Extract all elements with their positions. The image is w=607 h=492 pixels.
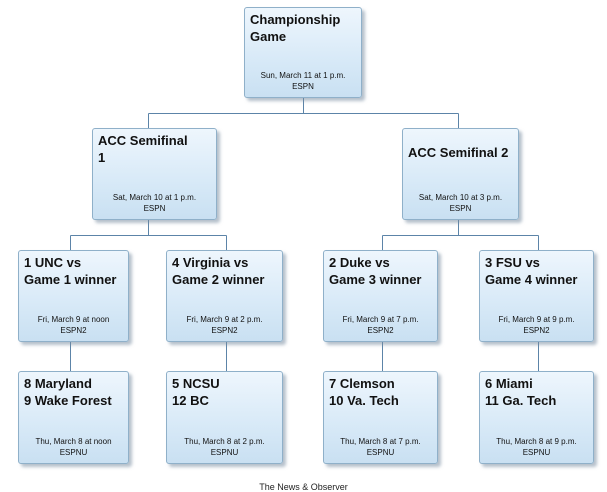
- quarterfinal-2-box: 4 Virginia vs Game 2 winner Fri, March 9…: [166, 250, 283, 342]
- game-network: ESPNU: [366, 447, 395, 457]
- game-title: 4 Virginia vs Game 2 winner: [172, 255, 265, 287]
- game-time: Sat, March 10 at 1 p.m.: [112, 193, 197, 202]
- game-info: Sun, March 11 at 1 p.m. ESPN: [245, 71, 361, 92]
- game-time: Thu, March 8 at noon: [35, 437, 112, 446]
- game-title: 1 UNC vs Game 1 winner: [24, 255, 117, 287]
- game-title: 5 NCSU 12 BC: [172, 376, 220, 408]
- game-network: ESPN2: [211, 325, 238, 335]
- first-round-3-box: 7 Clemson 10 Va. Tech Thu, March 8 at 7 …: [323, 371, 438, 464]
- game-title: 3 FSU vs Game 4 winner: [485, 255, 578, 287]
- game-network: ESPN: [143, 203, 166, 213]
- game-info: Sat, March 10 at 1 p.m. ESPN: [93, 193, 216, 214]
- game-title: 2 Duke vs Game 3 winner: [329, 255, 422, 287]
- semifinal-1-box: ACC Semifinal 1 Sat, March 10 at 1 p.m. …: [92, 128, 217, 220]
- game-network: ESPN2: [523, 325, 550, 335]
- first-round-1-box: 8 Maryland 9 Wake Forest Thu, March 8 at…: [18, 371, 129, 464]
- game-network: ESPN: [449, 203, 472, 213]
- game-info: Thu, March 8 at 2 p.m. ESPNU: [167, 437, 282, 458]
- game-network: ESPNU: [210, 447, 239, 457]
- game-title: ACC Semifinal 1: [98, 133, 188, 165]
- game-network: ESPN2: [367, 325, 394, 335]
- game-time: Fri, March 9 at noon: [37, 315, 110, 324]
- quarterfinal-1-box: 1 UNC vs Game 1 winner Fri, March 9 at n…: [18, 250, 129, 342]
- championship-game-box: Championship Game Sun, March 11 at 1 p.m…: [244, 7, 362, 98]
- first-round-2-box: 5 NCSU 12 BC Thu, March 8 at 2 p.m. ESPN…: [166, 371, 283, 464]
- game-info: Fri, March 9 at noon ESPN2: [19, 315, 128, 336]
- first-round-4-box: 6 Miami 11 Ga. Tech Thu, March 8 at 9 p.…: [479, 371, 594, 464]
- game-info: Thu, March 8 at noon ESPNU: [19, 437, 128, 458]
- game-time: Fri, March 9 at 7 p.m.: [342, 315, 419, 324]
- game-info: Sat, March 10 at 3 p.m. ESPN: [403, 193, 518, 214]
- game-network: ESPN: [292, 81, 314, 91]
- game-time: Thu, March 8 at 7 p.m.: [340, 437, 421, 446]
- game-time: Thu, March 8 at 9 p.m.: [496, 437, 577, 446]
- game-info: Fri, March 9 at 9 p.m. ESPN2: [480, 315, 593, 336]
- game-title: 6 Miami 11 Ga. Tech: [485, 376, 557, 408]
- game-info: Fri, March 9 at 7 p.m. ESPN2: [324, 315, 437, 336]
- game-network: ESPNU: [522, 447, 551, 457]
- source-credit: The News & Observer: [259, 482, 348, 492]
- game-network: ESPN2: [60, 325, 87, 335]
- game-title: Championship Game: [250, 12, 341, 44]
- game-time: Fri, March 9 at 2 p.m.: [186, 315, 263, 324]
- game-title: ACC Semifinal 2: [408, 145, 509, 160]
- quarterfinal-4-box: 3 FSU vs Game 4 winner Fri, March 9 at 9…: [479, 250, 594, 342]
- game-time: Sun, March 11 at 1 p.m.: [260, 71, 346, 80]
- game-info: Thu, March 8 at 7 p.m. ESPNU: [324, 437, 437, 458]
- game-info: Fri, March 9 at 2 p.m. ESPN2: [167, 315, 282, 336]
- game-title: 7 Clemson 10 Va. Tech: [329, 376, 399, 408]
- game-network: ESPNU: [59, 447, 88, 457]
- game-title: 8 Maryland 9 Wake Forest: [24, 376, 112, 408]
- game-time: Thu, March 8 at 2 p.m.: [184, 437, 265, 446]
- game-time: Fri, March 9 at 9 p.m.: [498, 315, 575, 324]
- quarterfinal-3-box: 2 Duke vs Game 3 winner Fri, March 9 at …: [323, 250, 438, 342]
- game-info: Thu, March 8 at 9 p.m. ESPNU: [480, 437, 593, 458]
- semifinal-2-box: ACC Semifinal 2 Sat, March 10 at 3 p.m. …: [402, 128, 519, 220]
- game-time: Sat, March 10 at 3 p.m.: [418, 193, 503, 202]
